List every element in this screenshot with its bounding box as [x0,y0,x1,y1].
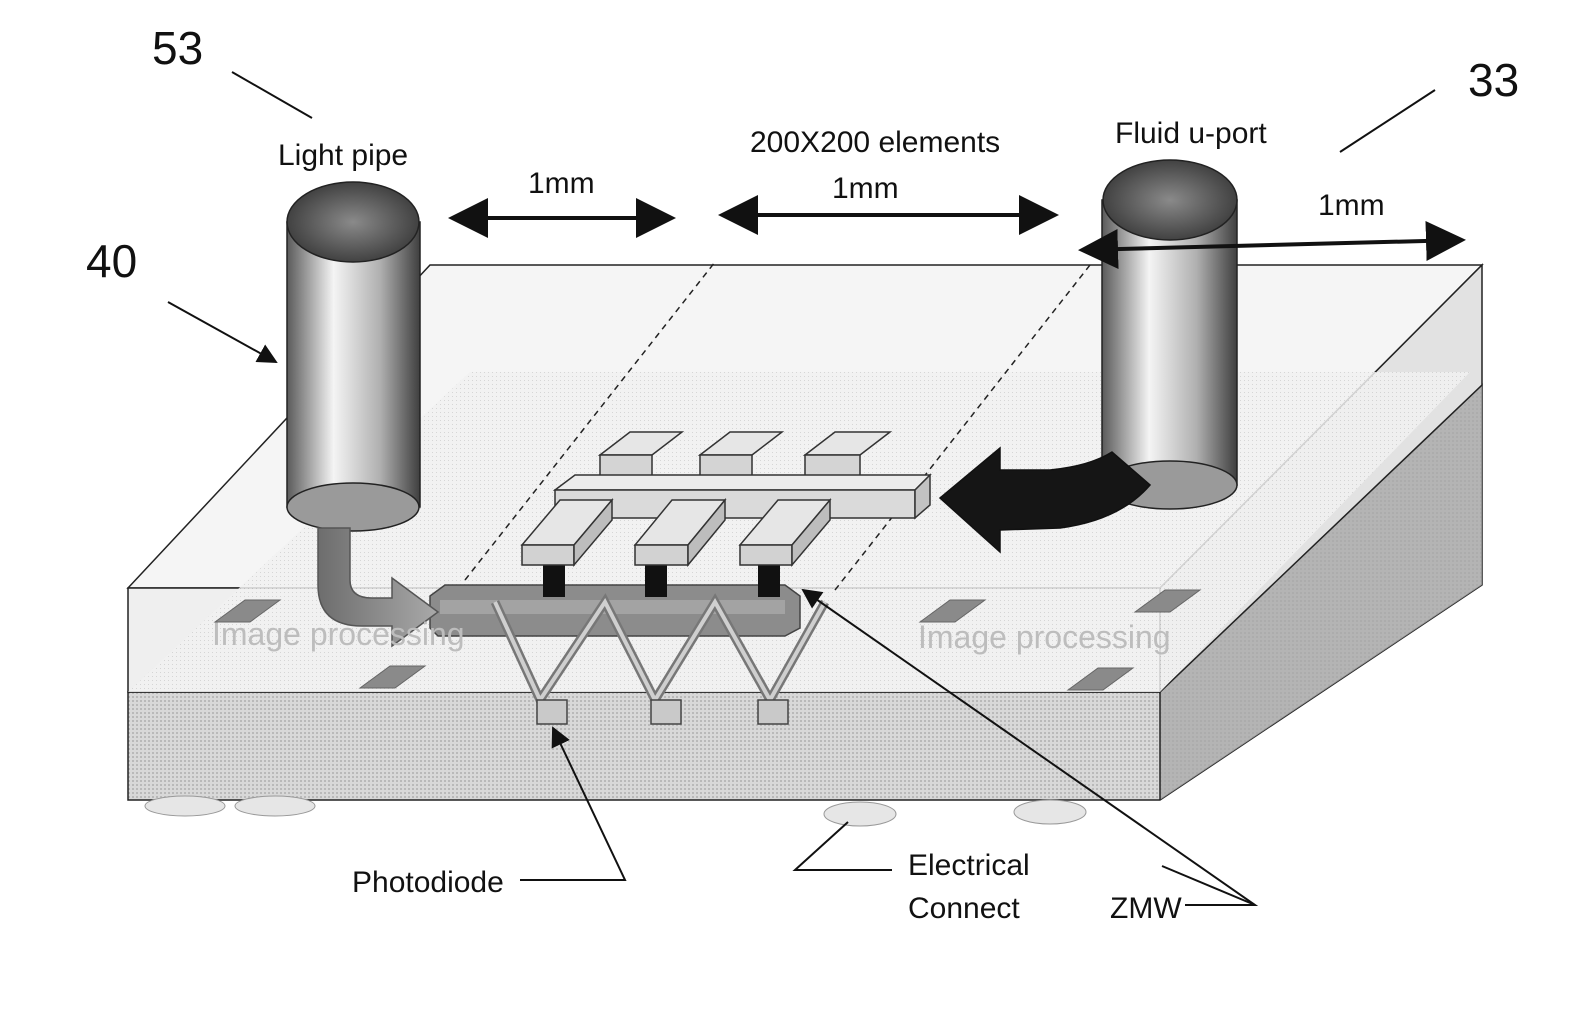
contact-pads [213,589,1202,691]
leader-lines [167,71,1436,906]
zmw-pillars [543,565,780,597]
fluid-port-label: Fluid u-port [1115,117,1267,150]
light-pipe-cylinder [286,181,421,532]
ref-33: 33 [1468,54,1519,106]
light-pipe-label: Light pipe [278,139,408,172]
die-guide-lines [464,261,1091,591]
light-flow-arrow [317,527,440,648]
photodiodes [536,699,789,725]
ref-40: 40 [86,235,137,287]
dimension-arrows [448,195,1466,270]
image-processing-right: Image processing [918,619,1171,655]
elements-label: 200X200 elements [750,126,1000,159]
solder-bumps [144,795,1087,827]
photodiode-label: Photodiode [352,866,504,899]
zmw-label: ZMW [1110,892,1182,925]
image-processing-left: Image processing [212,616,465,652]
electrode-comb [520,431,932,568]
electrical-label-line2: Connect [908,892,1020,925]
fluid-port-cylinder [1101,159,1238,510]
dim-right-label: 1mm [1318,189,1385,222]
ref-53: 53 [152,22,203,74]
electrical-label-line1: Electrical [908,849,1030,882]
dim-left-label: 1mm [528,167,595,200]
fluid-flow-arrow [938,446,1152,554]
dim-mid-label: 1mm [832,172,899,205]
